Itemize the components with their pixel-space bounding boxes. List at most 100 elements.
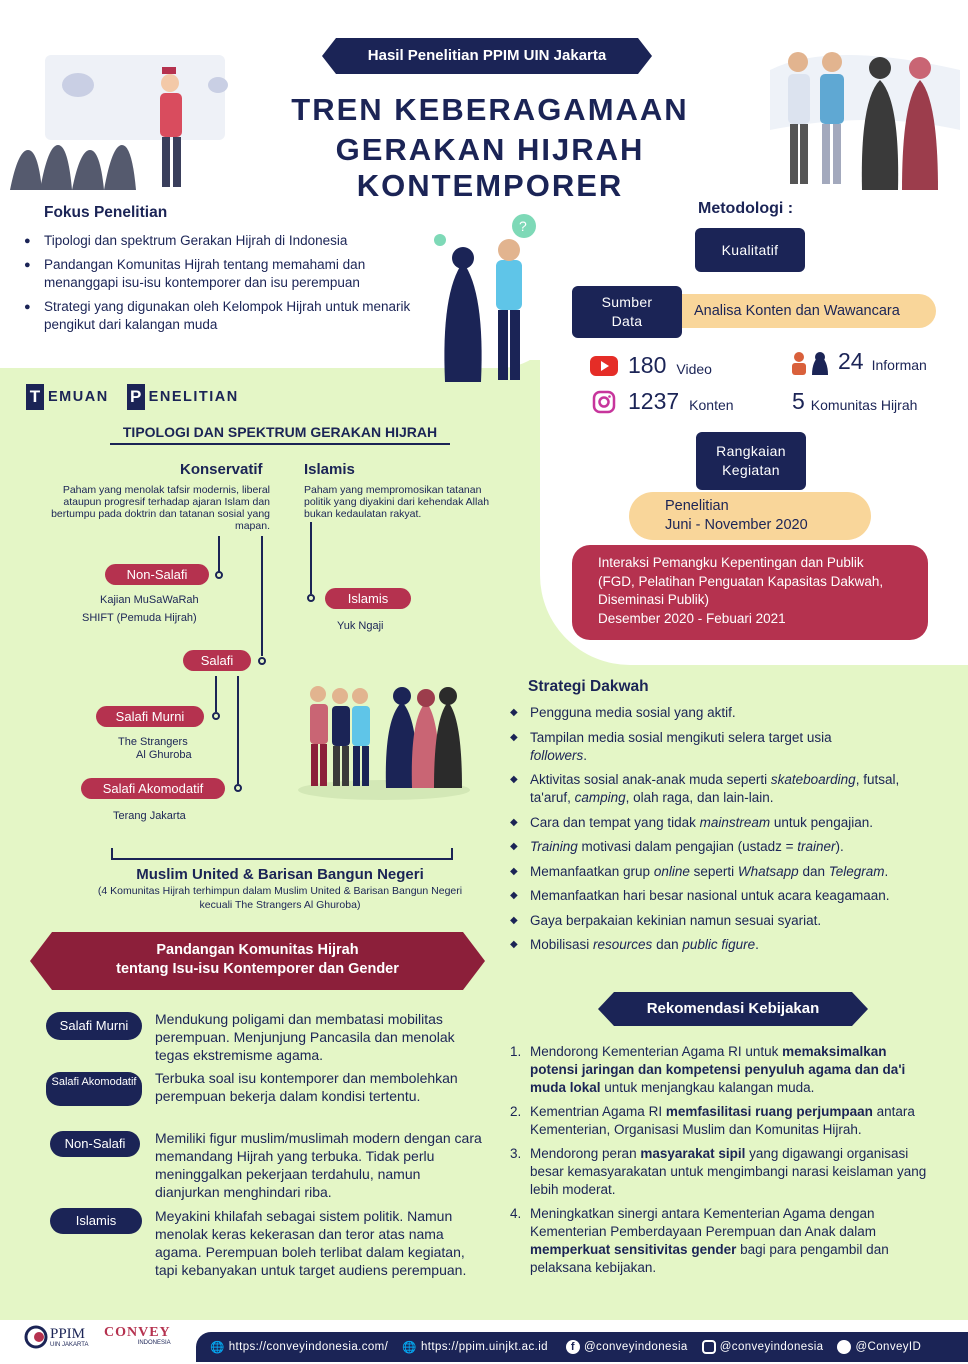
rekomendasi-item-text: Kementrian Agama RI memfasilitasi ruang … <box>530 1104 915 1137</box>
diamond-icon: ◆ <box>510 890 518 901</box>
tree-line <box>237 676 239 784</box>
tipologi-subtitle: TIPOLOGI DAN SPEKTRUM GERAKAN HIJRAH <box>110 424 450 445</box>
globe-icon: 🌐 <box>210 1342 225 1354</box>
diamond-icon: ◆ <box>510 816 518 828</box>
pandangan-title-line2: tentang Isu-isu Kontemporer dan Gender <box>116 961 399 977</box>
youtube-icon <box>590 355 618 376</box>
students-illustration: ? <box>434 214 536 382</box>
rangkaian-label: Rangkaian Kegiatan <box>696 432 806 490</box>
diamond-icon: ◆ <box>510 939 518 950</box>
sumber-value-pill: Analisa Konten dan Wawancara <box>640 294 936 328</box>
pandangan-label-nonsalafi: Non-Salafi <box>50 1131 140 1157</box>
islamis-desc: Paham yang mempromosikan tatanan politik… <box>304 484 490 520</box>
sumber-label: Sumber Data <box>572 286 682 338</box>
pandangan-text-nonsalafi: Memiliki figur muslim/muslimah modern de… <box>155 1130 482 1200</box>
facebook-icon: f <box>565 1340 580 1354</box>
strategi-list: ◆ Pengguna media sosial yang aktif. ◆ Tamp… <box>510 704 950 954</box>
stat-komunitas: 5 Komunitas Hijrah <box>792 388 918 414</box>
penelitian-pill: Penelitian Juni - November 2020 <box>629 492 871 540</box>
strategi-item: ◆ Aktivitas sosial anak-anak muda seperti… <box>510 771 950 807</box>
node-dot <box>234 784 242 792</box>
link-convey-website[interactable]: https://conveyindonesia.com/ <box>228 1341 389 1353</box>
strategi-item-text: Tampilan media sosial mengikuti selera t… <box>530 729 832 763</box>
strategi-item: ◆ Gaya berpakaian kekinian namun sesuai s… <box>510 912 950 930</box>
islamis-pill: Islamis <box>325 588 411 609</box>
globe-icon: 🌐 <box>402 1342 417 1354</box>
rekomendasi-item-text: Mendorong Kementerian Agama RI untuk mem… <box>530 1044 906 1095</box>
stat-informan: 24 Informan <box>788 348 927 375</box>
salafi-akomodatif-example: Terang Jakarta <box>113 810 186 822</box>
pandangan-label-salafi-murni: Salafi Murni <box>46 1012 142 1040</box>
ribbon-text: Hasil Penelitian PPIM UIN Jakarta <box>367 47 607 64</box>
node-dot <box>212 712 220 720</box>
stat-konten: 1237 Konten <box>592 388 734 415</box>
fokus-item: ● Strategi yang digunakan oleh Kelompok … <box>24 299 411 332</box>
strategi-item: ◆ Training motivasi dalam pengajian (usta… <box>510 838 950 856</box>
group-illustration <box>298 686 470 800</box>
fokus-item: ● Pandangan Komunitas Hijrah tentang mem… <box>24 257 366 290</box>
bracket-line <box>111 848 113 860</box>
people-icon <box>792 351 828 375</box>
ppim-logo: PPIM UIN JAKARTA <box>24 1325 88 1349</box>
tree-line <box>310 522 312 594</box>
nonsalafi-example2: SHIFT (Pemuda Hijrah) <box>82 612 197 624</box>
metodologi-title: Metodologi : <box>698 200 794 217</box>
strategi-item: ◆ Pengguna media sosial yang aktif. <box>510 704 950 722</box>
tree-line <box>215 676 217 712</box>
diamond-icon: ◆ <box>510 774 518 785</box>
strategi-item: ◆Mobilisasi resources dan public figure. <box>510 936 950 954</box>
svg-text:?: ? <box>519 218 527 234</box>
diamond-icon: ◆ <box>510 731 518 743</box>
fokus-title: Fokus Penelitian <box>44 204 168 221</box>
salafi-pill: Salafi <box>183 650 251 671</box>
muslim-united-note2: kecuali The Strangers Al Ghuroba) <box>199 899 361 911</box>
link-twitter[interactable]: @ConveyID <box>855 1341 922 1353</box>
stat-video: 180 Video <box>590 352 712 379</box>
strategi-title: Strategi Dakwah <box>528 678 649 695</box>
salafi-akomodatif-pill: Salafi Akomodatif <box>81 778 225 799</box>
rekomendasi-item: 1.Mendorong Kementerian Agama RI untuk m… <box>510 1043 942 1097</box>
link-ppim-website[interactable]: https://ppim.uinjkt.ac.id <box>420 1341 548 1353</box>
link-instagram[interactable]: @conveyindonesia <box>719 1341 824 1353</box>
strategi-item-text: Gaya berpakaian kekinian namun sesuai sy… <box>530 912 822 928</box>
diamond-icon: ◆ <box>510 707 518 718</box>
node-dot <box>215 571 223 579</box>
strategi-item: ◆Memanfaatkan hari besar nasional untuk … <box>510 887 950 905</box>
link-facebook[interactable]: @conveyindonesia <box>583 1341 688 1353</box>
pin-icon: ● <box>24 301 31 313</box>
header-ribbon: Hasil Penelitian PPIM UIN Jakarta <box>322 38 652 74</box>
pandangan-label-salafi-akomodatif: Salafi Akomodatif <box>46 1072 142 1106</box>
strategi-item-text: Aktivitas sosial anak-anak muda seperti … <box>530 772 900 805</box>
rekomendasi-item-text: Meningkatkan sinergi antara Kementerian … <box>530 1206 889 1275</box>
pandangan-label-islamis: Islamis <box>50 1208 142 1234</box>
diamond-icon: ◆ <box>510 914 518 926</box>
rekomendasi-item: 3.Mendorong peran masyarakat sipil yang … <box>510 1145 942 1199</box>
tree-line <box>218 536 220 572</box>
ppim-logo-icon <box>24 1325 48 1349</box>
node-dot <box>307 594 315 602</box>
twitter-icon <box>837 1340 852 1354</box>
title-line1: TREN KEBERAGAMAAN <box>291 92 689 127</box>
strategi-item: ◆Memanfaatkan grup online seperti Whatsa… <box>510 863 950 881</box>
rekomendasi-item: 4.Meningkatkan sinergi antara Kementeria… <box>510 1205 942 1277</box>
sumber-value: Analisa Konten dan Wawancara <box>694 303 900 319</box>
footer-links-bar: 🌐 https://conveyindonesia.com/ 🌐 https:/… <box>196 1332 968 1362</box>
fokus-item: ● Tipologi dan spektrum Gerakan Hijrah d… <box>24 233 348 248</box>
node-dot <box>258 657 266 665</box>
muslim-united-note1: (4 Komunitas Hijrah terhimpun dalam Musl… <box>97 885 463 897</box>
diamond-icon: ◆ <box>510 841 518 852</box>
rekomendasi-item: 2.Kementrian Agama RI memfasilitasi ruan… <box>510 1103 942 1139</box>
pin-icon: ● <box>24 235 31 247</box>
instagram-icon <box>701 1340 716 1354</box>
strategi-item-text: Pengguna media sosial yang aktif. <box>530 705 736 720</box>
pin-icon: ● <box>24 259 31 271</box>
rekomendasi-item-text: Mendorong peran masyarakat sipil yang di… <box>530 1146 927 1197</box>
salafi-murni-example2: Al Ghuroba <box>136 749 192 761</box>
pandangan-title-line1: Pandangan Komunitas Hijrah <box>156 942 359 958</box>
fokus-list: ● Tipologi dan spektrum Gerakan Hijrah d… <box>24 232 414 334</box>
strategi-item-text: Training motivasi dalam pengajian (ustad… <box>530 839 844 854</box>
konservatif-title: Konservatif <box>180 461 263 478</box>
instagram-icon <box>592 390 616 413</box>
classroom-illustration <box>10 55 228 190</box>
pandangan-text-salafi-murni: Mendukung poligami dan membatasi mobilit… <box>155 1011 455 1063</box>
